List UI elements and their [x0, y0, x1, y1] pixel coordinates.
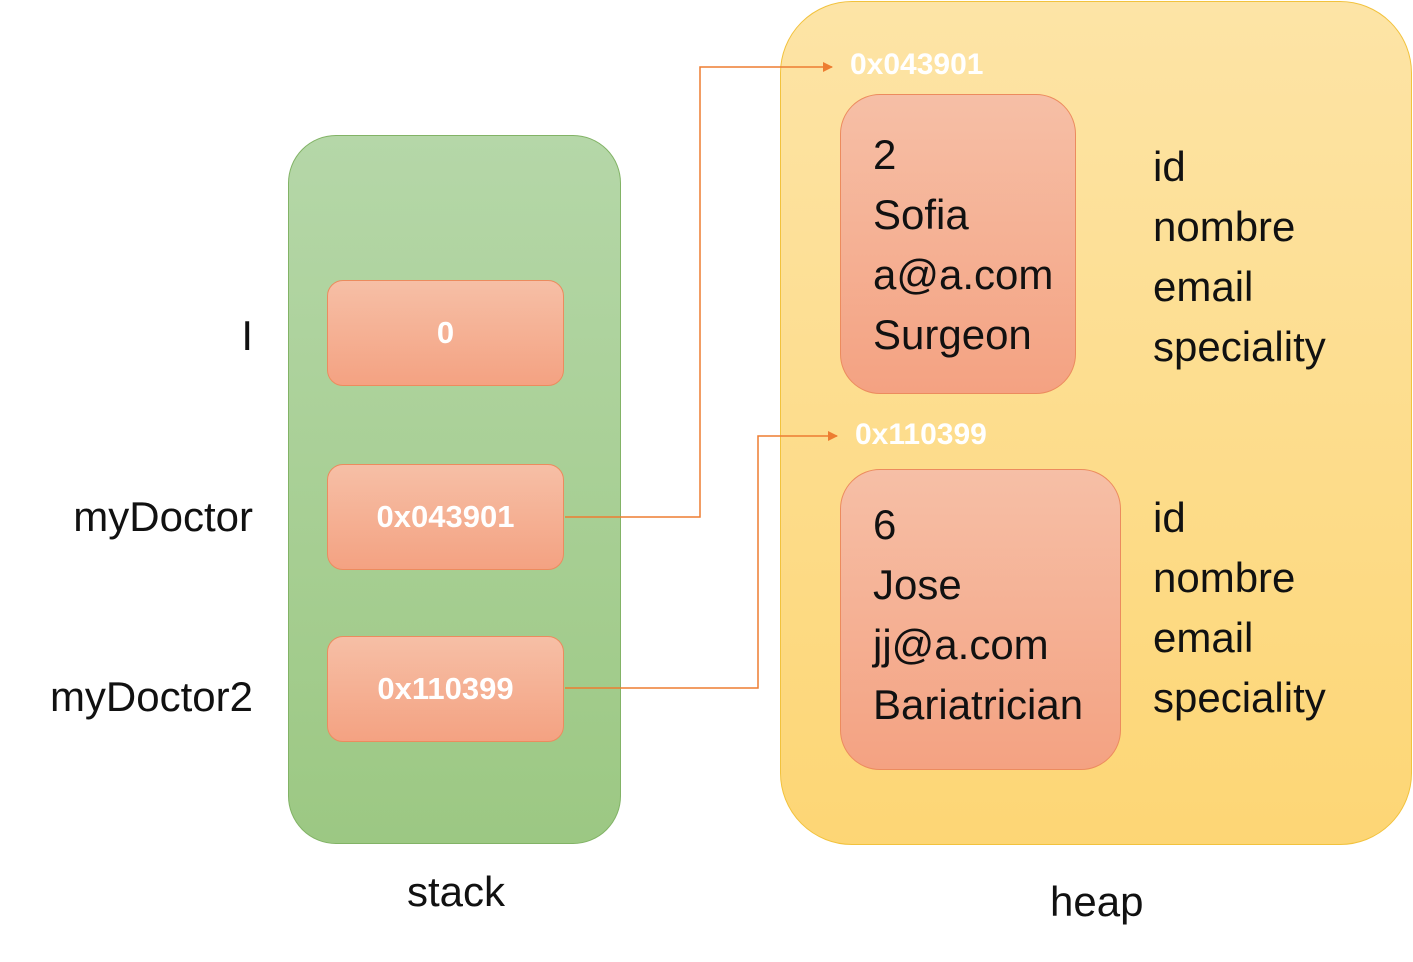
- object-value-email: a@a.com: [873, 251, 1054, 298]
- stack-cell-i: 0: [327, 280, 564, 386]
- object-value-id: 6: [873, 501, 897, 548]
- stack-var-name-i: I: [241, 312, 253, 359]
- field-name-id: id: [1153, 494, 1186, 541]
- field-name-email: email: [1153, 263, 1254, 310]
- object-value-nombre: Sofia: [873, 191, 969, 238]
- stack-cell-value: 0: [436, 315, 455, 350]
- stack-caption: stack: [407, 868, 506, 915]
- stack-var-name-mydoctor2: myDoctor2: [49, 673, 253, 720]
- stack-cell-mydoctor2: 0x110399: [327, 636, 564, 742]
- stack-cell-value: 0x043901: [376, 499, 515, 534]
- heap-object-field-names: id nombre email speciality: [1153, 488, 1326, 728]
- object-value-nombre: Jose: [873, 561, 962, 608]
- stack-var-name-mydoctor: myDoctor: [73, 493, 253, 540]
- field-name-nombre: nombre: [1153, 554, 1296, 601]
- heap-object-field-names: id nombre email speciality: [1153, 137, 1326, 377]
- stack-cell-mydoctor: 0x043901: [327, 464, 564, 570]
- heap-object-address: 0x110399: [855, 418, 987, 451]
- object-value-speciality: Bariatrician: [873, 681, 1084, 728]
- object-value-id: 2: [873, 131, 897, 178]
- heap-caption: heap: [1050, 878, 1144, 925]
- field-name-email: email: [1153, 614, 1254, 661]
- heap-object-address: 0x043901: [850, 48, 984, 81]
- stack-cell-value: 0x110399: [377, 671, 514, 706]
- field-name-speciality: speciality: [1153, 323, 1326, 370]
- object-value-email: jj@a.com: [873, 621, 1049, 668]
- pointer-arrow-mydoctor: [565, 62, 833, 518]
- field-name-speciality: speciality: [1153, 674, 1326, 721]
- field-name-nombre: nombre: [1153, 203, 1296, 250]
- heap-object-doctor-2: 6 Jose jj@a.com Bariatrician: [840, 469, 1121, 770]
- pointer-arrow-mydoctor2: [565, 431, 838, 689]
- heap-object-doctor-1: 2 Sofia a@a.com Surgeon: [840, 94, 1076, 394]
- field-name-id: id: [1153, 143, 1186, 190]
- object-value-speciality: Surgeon: [873, 311, 1032, 358]
